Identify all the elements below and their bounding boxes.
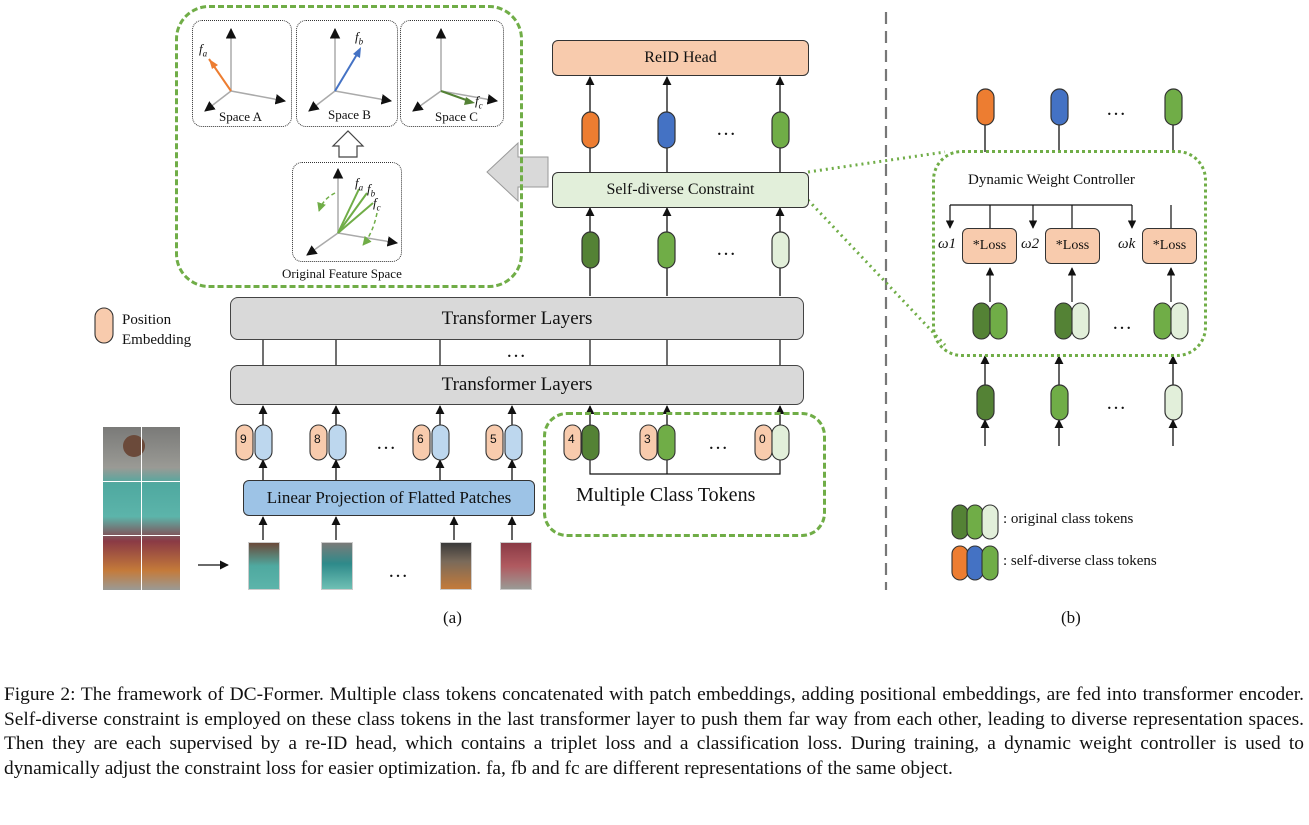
ellipsis-top: … — [716, 118, 736, 140]
panel-b-label: (b) — [1061, 608, 1081, 627]
b-ellipsis-mid: … — [1112, 312, 1132, 334]
fb-label: fb — [355, 29, 364, 47]
person-image — [103, 427, 180, 590]
multiple-class-tokens-label: Multiple Class Tokens — [576, 484, 756, 506]
omega-k-label: ωk — [1118, 236, 1136, 252]
orig-fc-label: fc — [373, 195, 381, 213]
loss-box-2: *Loss — [1045, 228, 1100, 264]
pos-0: 0 — [759, 432, 766, 446]
controller-wiring — [945, 204, 1176, 302]
zoom-line-top — [807, 150, 946, 174]
position-embedding-legend-token — [94, 307, 114, 344]
omega-1-label: ω1 — [938, 236, 957, 252]
orig-fa-label: fa — [355, 175, 364, 193]
class-token-bracket — [589, 460, 781, 475]
patch-image-4 — [500, 542, 532, 590]
original-feature-space-box: fa fb fc — [292, 162, 402, 262]
pos-5: 5 — [490, 432, 497, 446]
b-ellipsis-bottom: … — [1106, 392, 1126, 414]
hollow-up-arrow — [331, 130, 365, 158]
token-blue — [657, 111, 676, 149]
token-light-green — [771, 231, 790, 269]
dynamic-weight-controller-frame — [932, 150, 1207, 357]
token-mid-green — [657, 231, 676, 269]
ellipsis-mid: … — [716, 238, 736, 260]
b-token-pairs — [972, 302, 1189, 340]
linear-projection-box: Linear Projection of Flatted Patches — [243, 480, 535, 516]
pos-3: 3 — [644, 432, 651, 446]
ellipsis-images: … — [388, 560, 408, 582]
transformer-layers-bottom: Transformer Layers — [230, 365, 804, 405]
panel-a-label: (a) — [443, 608, 462, 627]
fc-label: fc — [475, 93, 483, 111]
multiple-class-tokens-frame — [543, 412, 826, 537]
b-input-dark-green — [976, 384, 995, 421]
b-input-mid-green — [1050, 384, 1069, 421]
ellipsis-class-tokens: … — [708, 432, 728, 454]
position-embedding-label: Position Embedding — [122, 312, 192, 348]
ellipsis-layers: … — [506, 340, 526, 362]
dynamic-weight-controller-label: Dynamic Weight Controller — [968, 172, 1135, 188]
loss-box-k: *Loss — [1142, 228, 1197, 264]
legend-self-diverse-tokens — [951, 545, 999, 581]
patch-image-1 — [248, 542, 280, 590]
patch-tokens — [235, 424, 523, 461]
loss-box-1: *Loss — [962, 228, 1017, 264]
space-a-box: fa Space A — [192, 20, 292, 127]
inter-layer-lines — [262, 340, 781, 366]
ellipsis-patches: … — [376, 432, 396, 454]
pos-4: 4 — [568, 432, 575, 446]
pos-6: 6 — [417, 432, 424, 446]
legend-self-diverse-label: : self-diverse class tokens — [1003, 553, 1157, 569]
patch-image-2 — [321, 542, 353, 590]
legend-original-label: : original class tokens — [1003, 511, 1134, 527]
space-b-box: fb Space B — [296, 20, 398, 127]
token-orange — [581, 111, 600, 149]
b-token-blue — [1050, 88, 1069, 126]
fa-label: fa — [199, 41, 208, 59]
patch-image-3 — [440, 542, 472, 590]
omega-2-label: ω2 — [1021, 236, 1040, 252]
space-a-label: Space A — [219, 109, 262, 124]
b-token-green — [1164, 88, 1183, 126]
zoom-line-bottom — [806, 198, 947, 347]
input-token-arrows — [198, 405, 785, 570]
b-input-light-green — [1164, 384, 1183, 421]
top-token-arrows — [585, 76, 785, 296]
space-b-label: Space B — [328, 107, 371, 122]
class-tokens — [563, 424, 790, 461]
b-ellipsis-top: … — [1106, 98, 1126, 120]
token-green — [771, 111, 790, 149]
transformer-layers-top: Transformer Layers — [230, 297, 804, 340]
space-c-label: Space C — [435, 109, 478, 124]
legend-original-tokens — [951, 504, 999, 540]
diagram-canvas — [94, 12, 1189, 590]
original-feature-space-label: Original Feature Space — [282, 266, 402, 281]
feature-space-frame — [175, 5, 523, 288]
pos-8: 8 — [314, 432, 321, 446]
pos-9: 9 — [240, 432, 247, 446]
figure-caption: Figure 2: The framework of DC-Former. Mu… — [4, 684, 1304, 779]
space-c-box: fc Space C — [400, 20, 504, 127]
token-dark-green — [581, 231, 600, 269]
self-diverse-constraint-box: Self-diverse Constraint — [552, 172, 809, 208]
b-token-orange — [976, 88, 995, 126]
orig-fb-label: fb — [367, 181, 376, 199]
reid-head-box: ReID Head — [552, 40, 809, 76]
big-gray-arrow — [486, 141, 549, 203]
